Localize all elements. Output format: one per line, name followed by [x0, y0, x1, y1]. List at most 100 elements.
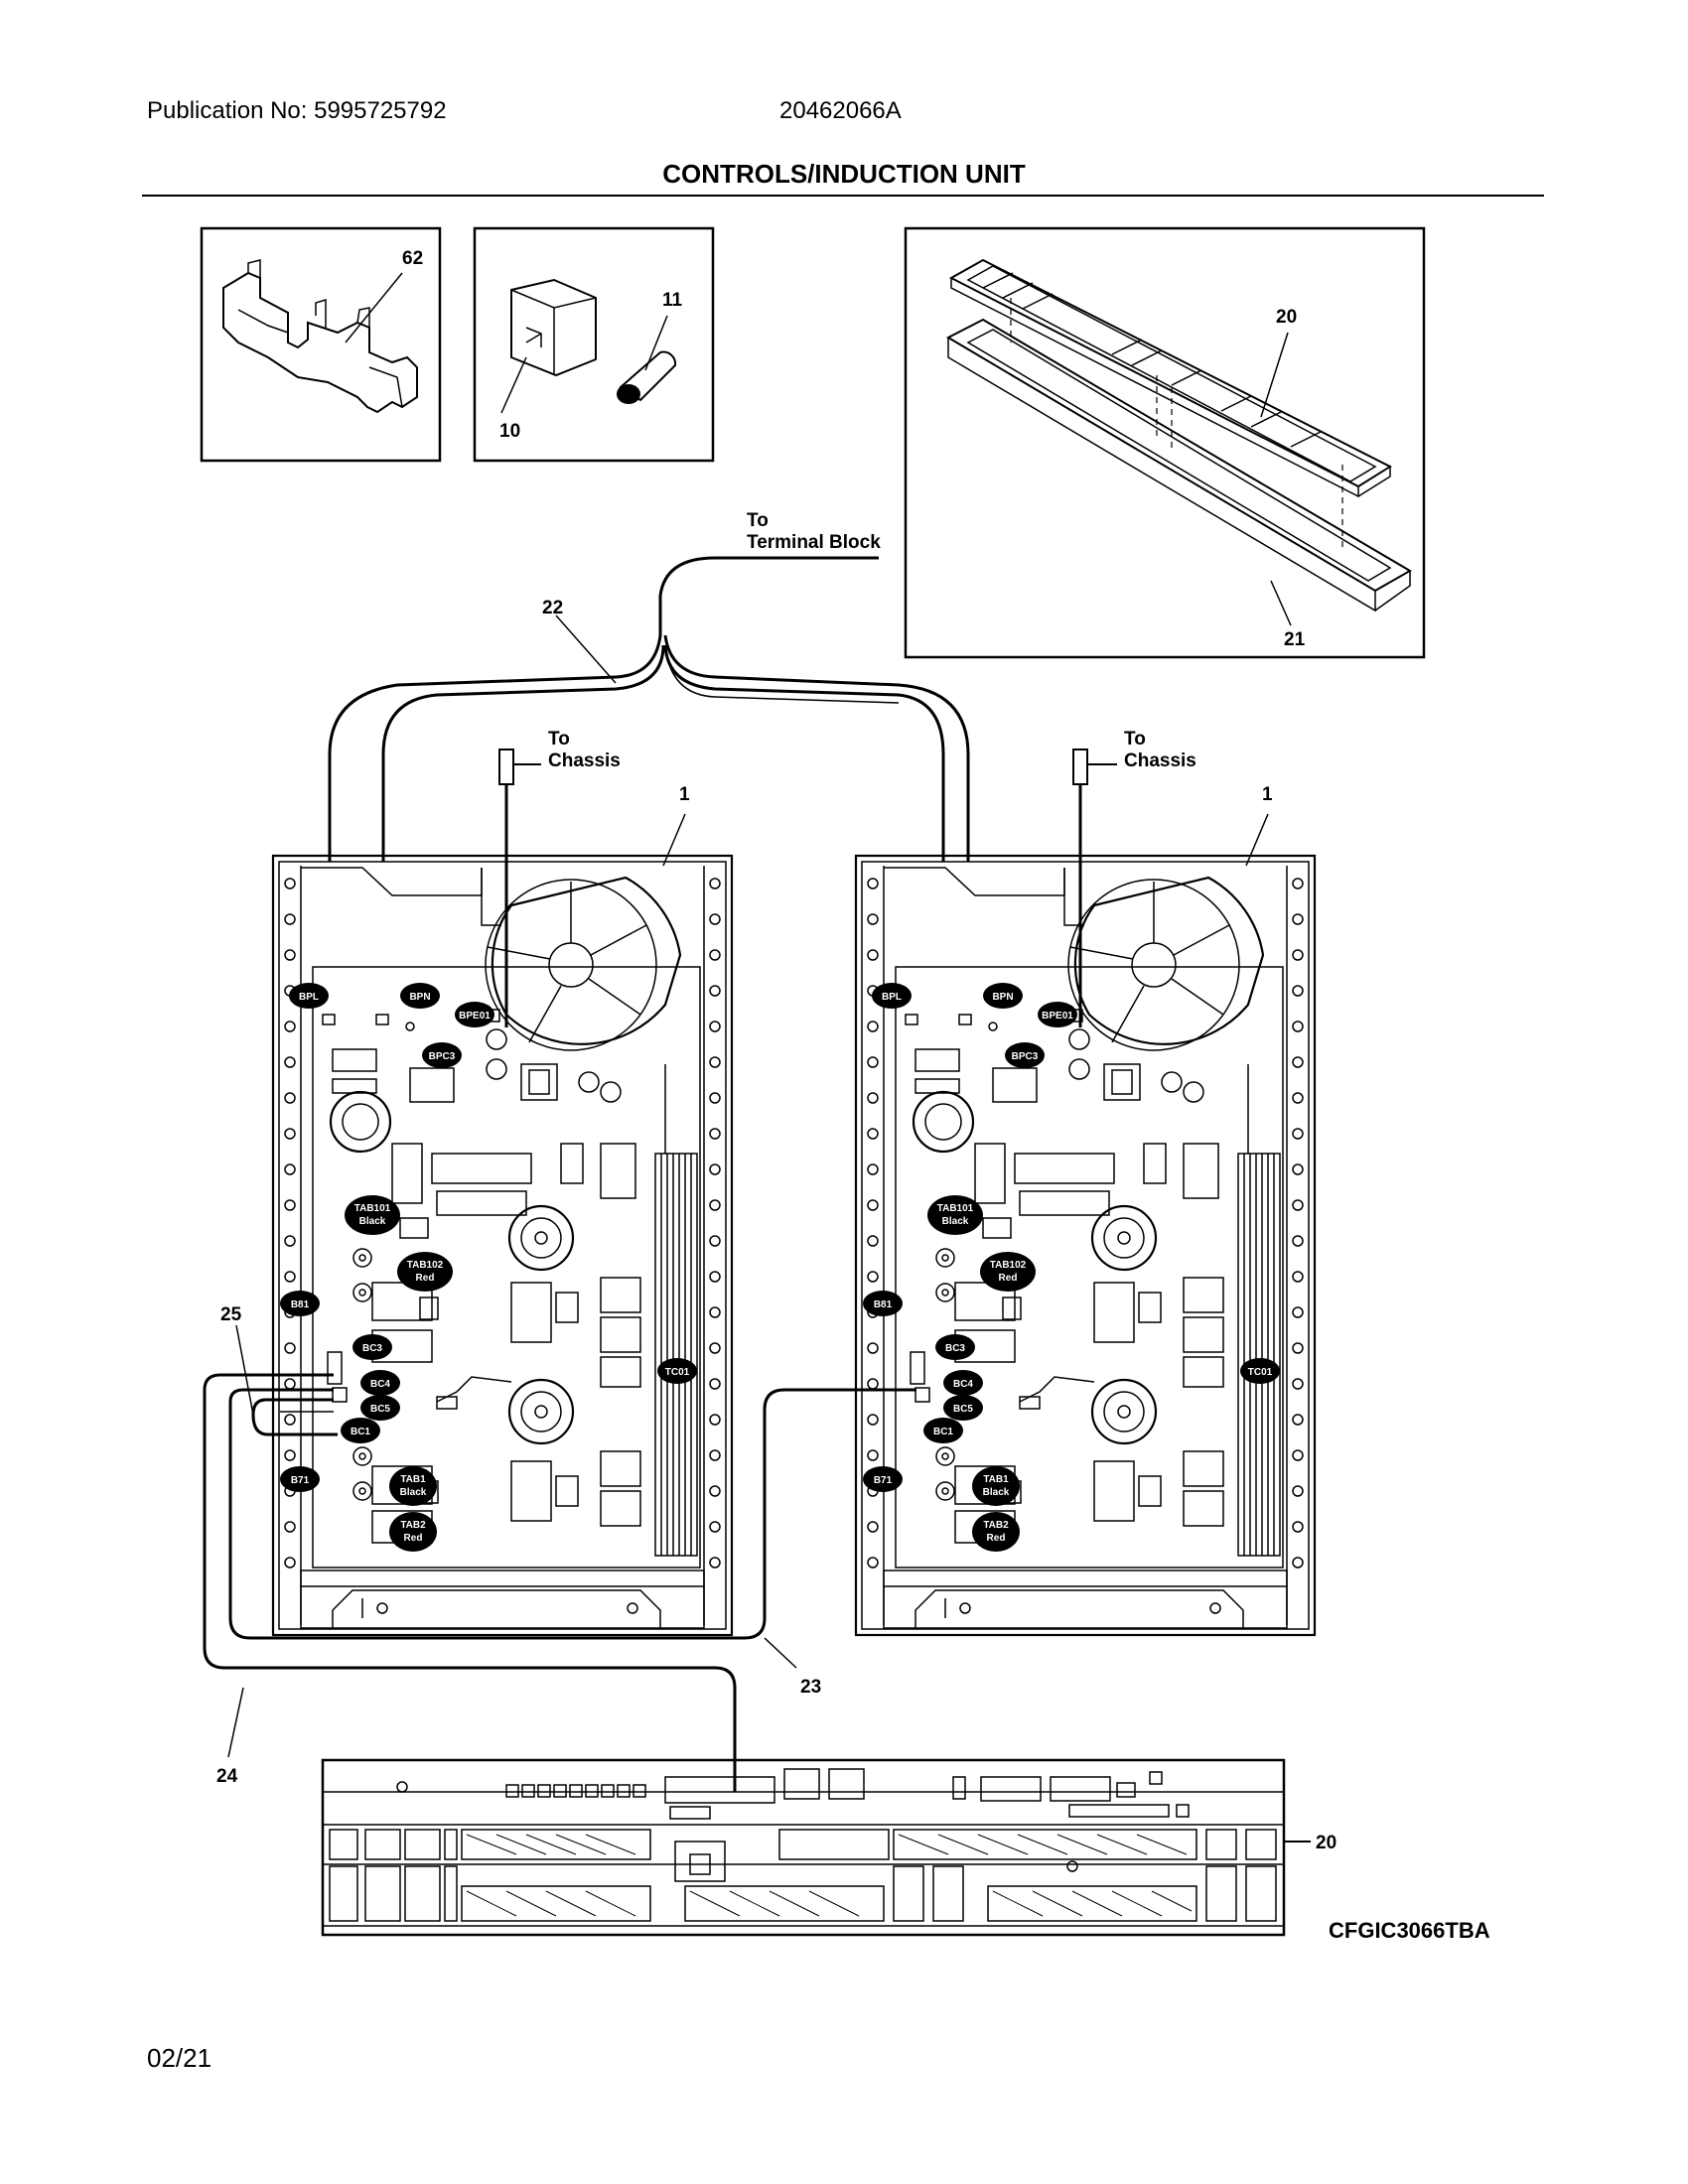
- model-number: CFGIC3066TBA: [1329, 1918, 1490, 1943]
- svg-text:BPC3: BPC3: [429, 1051, 456, 1062]
- svg-text:BPC3: BPC3: [1012, 1051, 1039, 1062]
- svg-text:BC4: BC4: [953, 1379, 973, 1390]
- footer-date: 02/21: [147, 2043, 212, 2073]
- badge-bc4: BC4: [943, 1370, 983, 1396]
- control-board-inset: [904, 226, 1426, 659]
- cable-22: [328, 556, 970, 862]
- svg-text:B81: B81: [874, 1299, 893, 1310]
- badge-bc5: BC5: [360, 1395, 400, 1421]
- svg-text:Black: Black: [942, 1216, 969, 1227]
- terminal-block-label: Terminal Block: [747, 532, 881, 553]
- badge-bpl: BPL: [872, 983, 912, 1009]
- svg-text:TAB1: TAB1: [400, 1474, 426, 1485]
- badge-b81: B81: [280, 1291, 320, 1316]
- badge-b81: B81: [863, 1291, 903, 1316]
- chassis-lead-right: [1072, 749, 1117, 1027]
- svg-text:TAB2: TAB2: [983, 1520, 1009, 1531]
- svg-text:TC01: TC01: [1248, 1367, 1273, 1378]
- svg-text:B71: B71: [291, 1475, 310, 1486]
- document-number: 20462066A: [779, 97, 902, 124]
- connector-badges-right: BPL BPN BPE01 BPC3 TAB101 Black TAB102 R…: [863, 983, 1280, 1552]
- badge-tc01: TC01: [657, 1358, 697, 1384]
- page-title: CONTROLS/INDUCTION UNIT: [662, 159, 1026, 189]
- svg-text:TAB102: TAB102: [990, 1260, 1027, 1271]
- badge-bpc: BPC3: [1005, 1042, 1045, 1068]
- svg-text:TAB101: TAB101: [937, 1203, 974, 1214]
- badge-tab101: TAB101 Black: [927, 1195, 983, 1235]
- callout-62: 62: [402, 248, 423, 269]
- harness-25: [235, 1324, 338, 1436]
- terminal-to-label: To: [747, 510, 769, 531]
- svg-text:BC3: BC3: [362, 1343, 382, 1354]
- svg-text:Red: Red: [404, 1533, 423, 1544]
- svg-text:BPN: BPN: [409, 992, 430, 1003]
- svg-text:Black: Black: [983, 1487, 1010, 1498]
- chassis-lead-left: [498, 749, 541, 1027]
- badge-bpe: BPE01: [455, 1002, 494, 1027]
- badge-bpn: BPN: [400, 983, 440, 1009]
- badge-bc1: BC1: [341, 1418, 380, 1443]
- connector-badges-left: BPL BPN BPE01 BPC3 TAB101 Black TAB102 R…: [280, 983, 697, 1552]
- svg-text:BPE01: BPE01: [459, 1011, 491, 1022]
- callout-21: 21: [1284, 629, 1306, 650]
- badge-tab1: TAB1 Black: [972, 1466, 1020, 1506]
- callout-24: 24: [216, 1766, 238, 1787]
- svg-text:BPL: BPL: [882, 992, 902, 1003]
- svg-text:TC01: TC01: [665, 1367, 690, 1378]
- svg-text:BC1: BC1: [933, 1427, 953, 1437]
- svg-text:Black: Black: [359, 1216, 386, 1227]
- badge-bpc: BPC3: [422, 1042, 462, 1068]
- svg-text:BC1: BC1: [351, 1427, 370, 1437]
- svg-text:TAB102: TAB102: [407, 1260, 444, 1271]
- badge-tc01: TC01: [1240, 1358, 1280, 1384]
- badge-b71: B71: [280, 1466, 320, 1492]
- badge-bc3: BC3: [935, 1334, 975, 1360]
- svg-text:B71: B71: [874, 1475, 893, 1486]
- badge-bc4: BC4: [360, 1370, 400, 1396]
- callout-25: 25: [220, 1304, 242, 1325]
- callout-23: 23: [800, 1677, 821, 1698]
- callout-1-right: 1: [1262, 784, 1273, 805]
- badge-bpl: BPL: [289, 983, 329, 1009]
- svg-text:Black: Black: [400, 1487, 427, 1498]
- filter-inset: [473, 226, 715, 463]
- svg-text:Red: Red: [987, 1533, 1006, 1544]
- header-rule: [142, 195, 1544, 197]
- badge-bc3: BC3: [352, 1334, 392, 1360]
- svg-text:BC5: BC5: [370, 1404, 390, 1415]
- badge-tab1: TAB1 Black: [389, 1466, 437, 1506]
- badge-tab101: TAB101 Black: [345, 1195, 400, 1235]
- control-board-bottom: [321, 1758, 1311, 1937]
- svg-text:TAB1: TAB1: [983, 1474, 1009, 1485]
- callout-1-left: 1: [679, 784, 690, 805]
- induction-unit-left: [271, 813, 734, 1637]
- svg-text:BC5: BC5: [953, 1404, 973, 1415]
- badge-tab2: TAB2 Red: [389, 1512, 437, 1552]
- badge-bpn: BPN: [983, 983, 1023, 1009]
- induction-unit-right: [854, 813, 1317, 1637]
- badge-bpe: BPE01: [1038, 1002, 1077, 1027]
- badge-bc1: BC1: [923, 1418, 963, 1443]
- svg-text:BC4: BC4: [370, 1379, 390, 1390]
- chassis-to-right: To: [1124, 729, 1146, 750]
- harness-23: [228, 1388, 916, 1669]
- badge-bc5: BC5: [943, 1395, 983, 1421]
- svg-text:BC3: BC3: [945, 1343, 965, 1354]
- chassis-label-right: Chassis: [1124, 751, 1196, 771]
- badge-tab102: TAB102 Red: [397, 1252, 453, 1292]
- callout-20-bottom: 20: [1316, 1833, 1336, 1853]
- chassis-to-left: To: [548, 729, 570, 750]
- svg-text:BPE01: BPE01: [1042, 1011, 1073, 1022]
- publication-number: Publication No: 5995725792: [147, 97, 447, 124]
- svg-text:BPL: BPL: [299, 992, 319, 1003]
- svg-text:TAB2: TAB2: [400, 1520, 426, 1531]
- svg-text:Red: Red: [416, 1273, 435, 1284]
- chassis-label-left: Chassis: [548, 751, 621, 771]
- callout-11: 11: [662, 290, 683, 311]
- badge-b71: B71: [863, 1466, 903, 1492]
- callout-20-top: 20: [1276, 307, 1297, 328]
- badge-tab102: TAB102 Red: [980, 1252, 1036, 1292]
- callout-10: 10: [499, 421, 520, 442]
- harness-24: [203, 1373, 737, 1792]
- svg-text:B81: B81: [291, 1299, 310, 1310]
